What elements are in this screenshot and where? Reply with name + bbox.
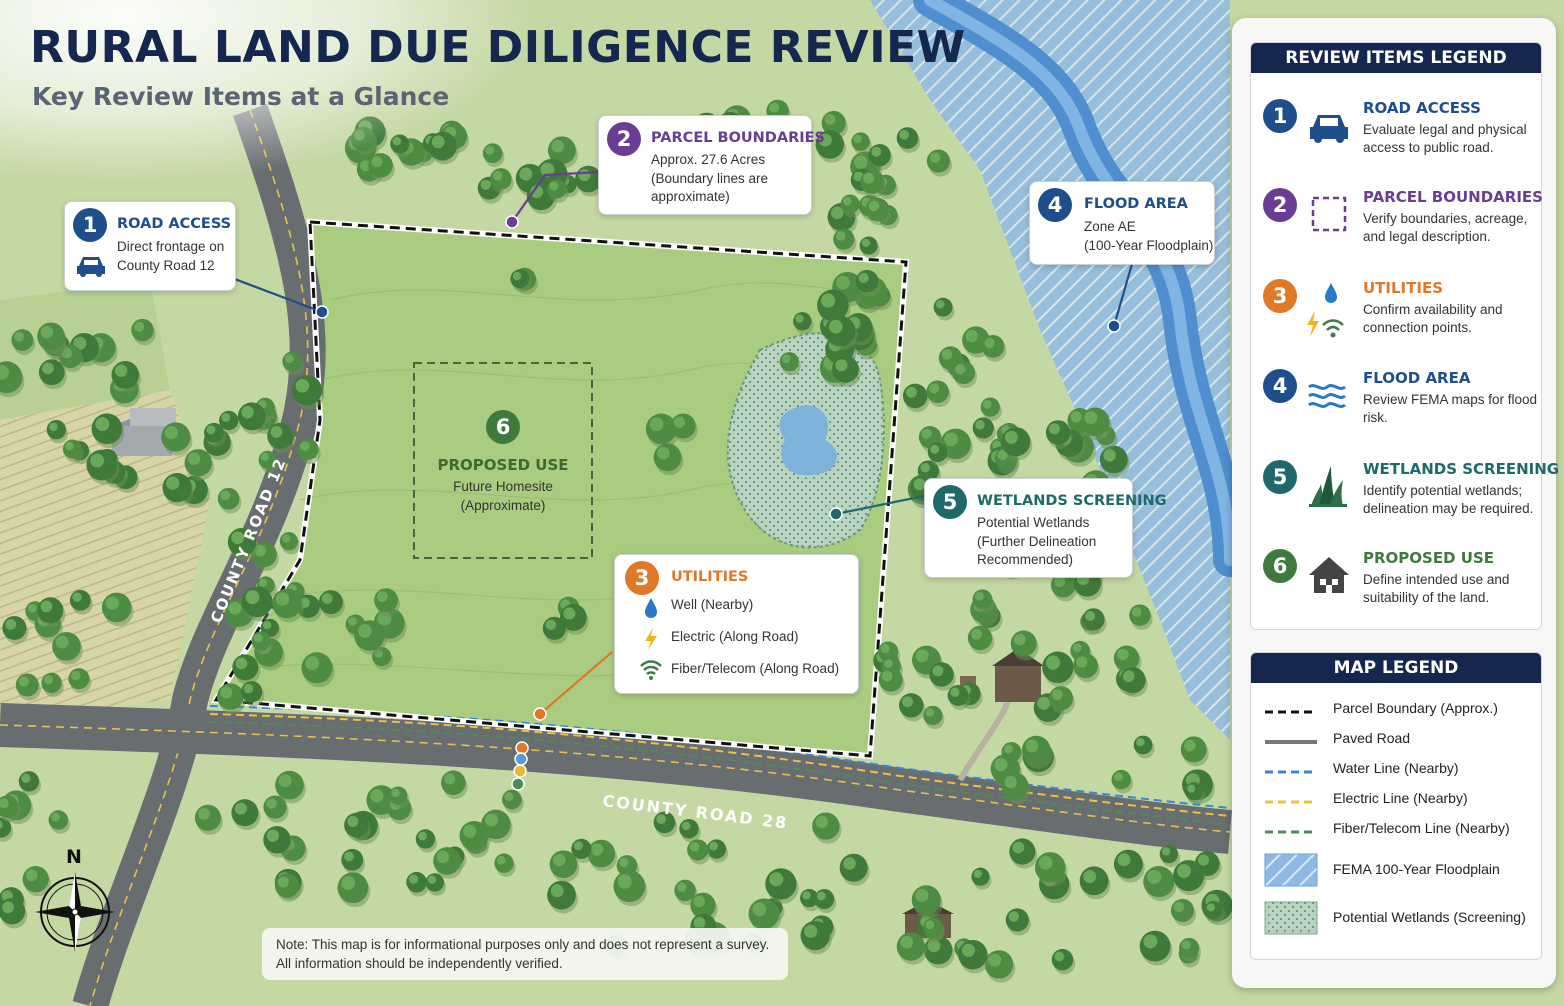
map-legend-label: FEMA 100-Year Floodplain	[1333, 861, 1500, 877]
blue-hatched-swatch-icon	[1264, 853, 1318, 887]
map-legend-title: MAP LEGEND	[1251, 653, 1541, 683]
car-icon	[77, 257, 105, 277]
map-legend-label: Water Line (Nearby)	[1333, 760, 1459, 776]
water-drop-icon	[645, 598, 657, 618]
house-icon	[1309, 557, 1349, 593]
legend-item-title: FLOOD AREA	[1363, 369, 1471, 387]
blue-dashed-line-icon	[1265, 770, 1317, 774]
callout-title: FLOOD AREA	[1084, 196, 1188, 212]
callout-text: Future Homesite (Approximate)	[453, 479, 553, 513]
map-legend-row: Paved Road	[1251, 723, 1541, 753]
legend-item-title: PROPOSED USE	[1363, 549, 1494, 567]
utility-item-label: Electric (Along Road)	[671, 629, 799, 644]
legend-item-desc: Review FEMA maps for flood risk.	[1363, 392, 1538, 426]
pond	[779, 405, 837, 476]
legend-item-desc: Identify potential wetlands; delineation…	[1363, 483, 1534, 517]
callout-utilities: 3 UTILITIES Well (Nearby) Electric (Alon…	[614, 554, 859, 694]
black-dashed-line-icon	[1265, 710, 1317, 714]
legend-item-road-access: 1 ROAD ACCESS Evaluate legal and physica…	[1251, 99, 1541, 179]
legend-item-wetlands: 5 WETLANDS SCREENING Identify potential …	[1251, 460, 1559, 540]
map-legend-label: Potential Wetlands (Screening)	[1333, 909, 1526, 925]
callout-number: 1	[73, 208, 107, 242]
page-subtitle: Key Review Items at a Glance	[32, 82, 450, 111]
legend-number: 1	[1263, 99, 1297, 133]
map-legend-label: Electric Line (Nearby)	[1333, 790, 1468, 806]
legend-item-desc: Evaluate legal and physical access to pu…	[1363, 122, 1527, 156]
review-items-legend: REVIEW ITEMS LEGEND 1 ROAD ACCESS Evalua…	[1250, 42, 1559, 630]
compass-rose-icon	[35, 872, 115, 952]
callout-road-access: 1 ROAD ACCESS Direct frontage on County …	[64, 201, 236, 291]
callout-number: 3	[625, 561, 659, 595]
lightning-icon	[645, 628, 657, 650]
map-legend-row: Electric Line (Nearby)	[1251, 783, 1541, 813]
callout-title: ROAD ACCESS	[117, 216, 232, 232]
legend-item-desc: Verify boundaries, acreage, and legal de…	[1363, 211, 1528, 245]
callout-wetlands-screening: 5 WETLANDS SCREENING Potential Wetlands …	[924, 478, 1167, 578]
map-legend-label: Parcel Boundary (Approx.)	[1333, 700, 1498, 716]
legend-panel: REVIEW ITEMS LEGEND 1 ROAD ACCESS Evalua…	[1232, 18, 1559, 988]
legend-number: 3	[1263, 279, 1297, 313]
legend-number: 6	[1263, 549, 1297, 583]
callout-title: UTILITIES	[671, 569, 749, 585]
callout-title: WETLANDS SCREENING	[977, 493, 1167, 509]
callout-parcel-boundaries: 2 PARCEL BOUNDARIES Approx. 27.6 Acres (…	[598, 115, 825, 215]
legend-item-proposed-use: 6 PROPOSED USE Define intended use and s…	[1251, 549, 1541, 629]
legend-item-desc: Confirm availability and connection poin…	[1363, 302, 1503, 336]
proposed-use-area	[413, 362, 593, 559]
callout-number: 2	[607, 122, 641, 156]
yellow-dashed-line-icon	[1265, 800, 1317, 804]
map-legend-label: Fiber/Telecom Line (Nearby)	[1333, 820, 1510, 836]
gray-solid-line-icon	[1265, 740, 1317, 744]
dashed-square-icon	[1311, 196, 1347, 232]
map-legend-row: Fiber/Telecom Line (Nearby)	[1251, 813, 1541, 843]
disclaimer-note: Note: This map is for informational purp…	[262, 928, 788, 980]
callout-number: 5	[933, 485, 967, 519]
map-legend-row: Parcel Boundary (Approx.)	[1251, 693, 1541, 723]
legend-number: 4	[1263, 369, 1297, 403]
map-legend-row: Water Line (Nearby)	[1251, 753, 1541, 783]
callout-title: PARCEL BOUNDARIES	[651, 130, 825, 146]
utilities-icon	[1307, 283, 1344, 338]
page-title: RURAL LAND DUE DILIGENCE REVIEW	[30, 22, 966, 73]
utility-item-label: Fiber/Telecom (Along Road)	[671, 661, 840, 676]
callout-number: 6	[486, 410, 520, 444]
callout-text: Potential Wetlands (Further Delineation …	[977, 515, 1097, 568]
proposed-use-label: 6 PROPOSED USE Future Homesite (Approxim…	[414, 410, 592, 515]
callout-flood-area: 4 FLOOD AREA Zone AE (100-Year Floodplai…	[1029, 181, 1215, 265]
car-icon	[1310, 115, 1348, 143]
callout-text: Direct frontage on County Road 12	[117, 239, 225, 273]
parcel-boundary	[213, 220, 908, 758]
callout-title: PROPOSED USE	[437, 456, 569, 474]
north-label: N	[66, 846, 82, 868]
map-legend-row: FEMA 100-Year Floodplain	[1251, 851, 1541, 887]
waves-icon	[1308, 384, 1346, 408]
map-legend: MAP LEGEND Parcel Boundary (Approx.) Pav…	[1250, 652, 1542, 960]
green-dotted-swatch-icon	[1264, 901, 1318, 935]
legend-item-utilities: 3 UTILITIES Confirm availability and con…	[1251, 279, 1541, 359]
legend-item-title: UTILITIES	[1363, 279, 1443, 297]
electric-line	[209, 713, 1231, 817]
wifi-icon	[640, 660, 662, 680]
legend-item-desc: Define intended use and suitability of t…	[1363, 572, 1510, 606]
callout-text: Zone AE (100-Year Floodplain)	[1084, 219, 1214, 253]
map-legend-row: Potential Wetlands (Screening)	[1251, 899, 1541, 935]
legend-item-title: WETLANDS SCREENING	[1363, 460, 1560, 478]
callout-number: 4	[1038, 188, 1072, 222]
map-legend-label: Paved Road	[1333, 730, 1411, 746]
legend-item-flood-area: 4 FLOOD AREA Review FEMA maps for flood …	[1251, 369, 1541, 449]
grass-icon	[1309, 466, 1347, 507]
callout-text: Approx. 27.6 Acres (Boundary lines are a…	[651, 152, 769, 205]
legend-item-title: ROAD ACCESS	[1363, 99, 1481, 117]
fiber-line	[209, 721, 1231, 825]
utility-item-label: Well (Nearby)	[671, 597, 754, 612]
review-legend-title: REVIEW ITEMS LEGEND	[1251, 43, 1541, 73]
legend-number: 5	[1263, 460, 1297, 494]
legend-item-title: PARCEL BOUNDARIES	[1363, 188, 1543, 206]
legend-item-parcel-boundaries: 2 PARCEL BOUNDARIES Verify boundaries, a…	[1251, 188, 1543, 268]
green-dashed-line-icon	[1265, 830, 1317, 834]
legend-number: 2	[1263, 188, 1297, 222]
